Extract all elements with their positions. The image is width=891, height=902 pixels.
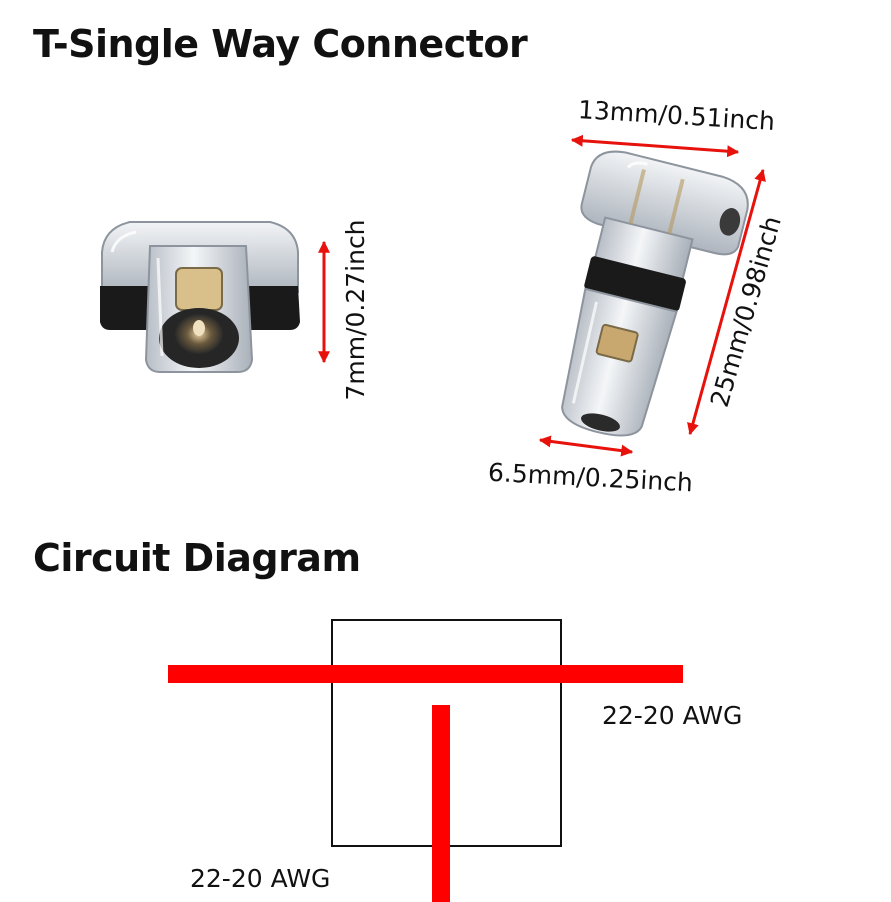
bottom-width-dimension-label: 6.5mm/0.25inch bbox=[487, 458, 693, 498]
bottom-width-dimension-arrow bbox=[538, 435, 634, 457]
connector-side-view bbox=[561, 150, 749, 437]
circuit-diagram-heading: Circuit Diagram bbox=[33, 536, 361, 580]
length-dimension-arrow bbox=[687, 168, 766, 436]
page-title: T-Single Way Connector bbox=[33, 22, 528, 66]
top-width-dimension-label: 13mm/0.51inch bbox=[577, 95, 775, 136]
connector-front-view bbox=[100, 221, 300, 373]
height-dimension-label: 7mm/0.27inch bbox=[341, 219, 370, 400]
top-width-dimension-arrow bbox=[570, 134, 740, 158]
